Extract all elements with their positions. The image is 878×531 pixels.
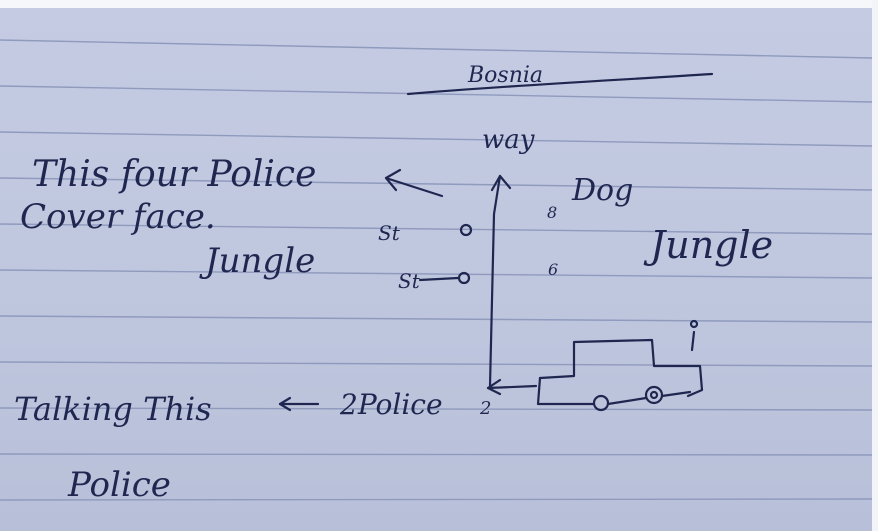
note-line-3: Talking This — [14, 390, 212, 428]
dog-label: Dog — [571, 173, 633, 208]
way-label: way — [482, 125, 535, 155]
rule-line — [0, 361, 873, 367]
page-right-edge — [872, 0, 878, 531]
st-label-2: St — [398, 269, 421, 293]
rule-line — [0, 177, 873, 191]
rule-line — [0, 85, 873, 103]
rule-line — [0, 453, 873, 456]
vehicle-sketch — [536, 338, 704, 412]
rule-line — [0, 223, 873, 235]
note-line-2: Cover face. — [20, 197, 216, 237]
st-marker-2 — [457, 271, 471, 285]
page-top-edge — [0, 0, 878, 8]
vehicle-wheel-1 — [592, 394, 610, 412]
person-body — [690, 330, 696, 352]
vehicle-body-top — [538, 338, 704, 398]
jungle-left-label: Jungle — [199, 241, 315, 281]
cover-2-label: 2 — [479, 398, 491, 419]
title-underline — [406, 72, 714, 96]
num-6-label: 6 — [548, 260, 558, 279]
road-to-vehicle-line — [486, 384, 538, 390]
police-2-label: 2Police — [339, 388, 443, 421]
vehicle-body-bottom — [606, 396, 648, 406]
left-arrow-top-shaft — [384, 176, 444, 198]
left-arrow-top-head — [384, 168, 402, 192]
rule-line — [0, 39, 873, 59]
st-marker-1 — [459, 223, 473, 237]
person-head — [689, 319, 699, 329]
st-connector — [418, 276, 460, 282]
left-arrow-bottom-head — [278, 396, 292, 412]
rule-line — [0, 315, 873, 323]
ruled-lines — [0, 39, 873, 501]
road-arrow-head — [490, 174, 512, 192]
road-to-vehicle-arrow — [486, 378, 502, 396]
jungle-right-label: Jungle — [643, 223, 773, 267]
note-line-4: Police — [67, 465, 171, 505]
note-line-1: This four Police — [32, 154, 316, 195]
rule-line — [0, 269, 873, 279]
road-line — [488, 174, 502, 388]
rule-line — [0, 131, 873, 147]
vehicle-wheel-2-hub — [649, 390, 659, 400]
vehicle-wheel-2 — [644, 385, 664, 405]
vehicle-body-left — [536, 376, 596, 406]
rule-line — [0, 498, 873, 501]
rule-line — [0, 407, 873, 411]
num-8-label: 8 — [547, 203, 557, 222]
st-label-1: St — [378, 221, 401, 245]
title-text: Bosnia — [467, 63, 543, 88]
vehicle-body-bottom-right — [660, 390, 692, 398]
